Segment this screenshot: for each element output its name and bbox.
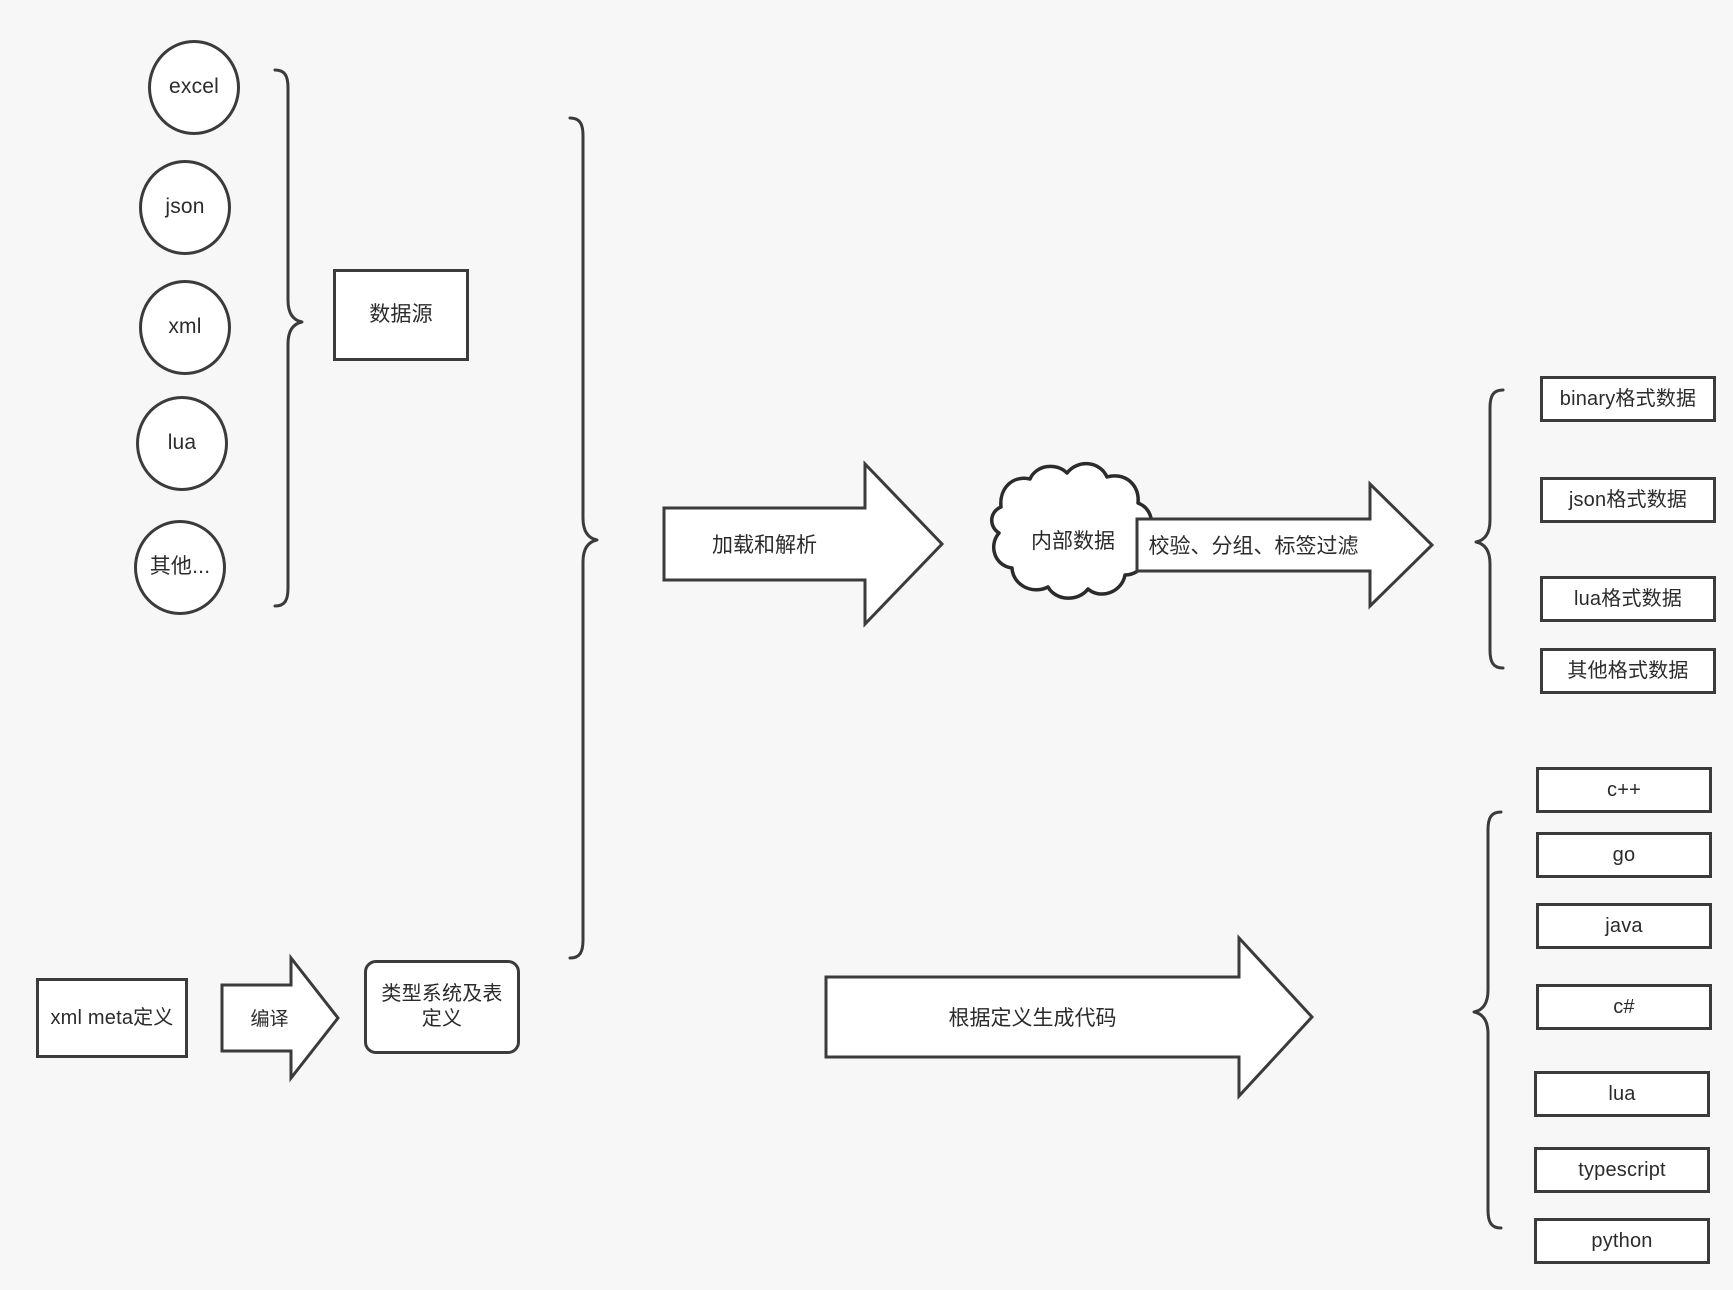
output-language-go-label: go: [1612, 843, 1636, 866]
output-language-typescript-label: typescript: [1578, 1158, 1666, 1181]
output-language-lua-label: lua: [1608, 1082, 1636, 1105]
data-source-box-label: 数据源: [369, 302, 433, 326]
xml-meta-definition-box[interactable]: xml meta定义: [36, 978, 188, 1058]
source-node-lua[interactable]: lua: [136, 396, 228, 491]
output-format-lua-label: lua格式数据: [1573, 587, 1683, 610]
source-node-json[interactable]: json: [139, 160, 231, 255]
source-node-xml[interactable]: xml: [139, 280, 231, 375]
source-node-excel-label: excel: [168, 75, 220, 99]
output-format-lua[interactable]: lua格式数据: [1540, 576, 1716, 622]
output-language-lua[interactable]: lua: [1534, 1071, 1710, 1117]
internal-data-cloud-shape: [990, 462, 1153, 600]
source-node-other-label: 其他...: [149, 555, 211, 579]
language-group-brace: [1472, 810, 1503, 1230]
output-language-csharp-label: c#: [1613, 995, 1635, 1018]
data-source-box[interactable]: 数据源: [333, 269, 469, 361]
output-language-csharp[interactable]: c#: [1536, 984, 1712, 1030]
format-group-brace: [1474, 388, 1505, 670]
source-node-excel[interactable]: excel: [148, 40, 240, 135]
type-system-box[interactable]: 类型系统及表 定义: [364, 960, 520, 1054]
output-language-typescript[interactable]: typescript: [1534, 1147, 1710, 1193]
pipeline-input-brace: [568, 116, 599, 960]
source-node-json-label: json: [165, 195, 205, 219]
output-language-cpp[interactable]: c++: [1536, 767, 1712, 813]
load-parse-arrow-shape: [662, 460, 945, 628]
source-node-xml-label: xml: [168, 315, 202, 339]
output-language-cpp-label: c++: [1607, 778, 1641, 801]
output-language-python-label: python: [1591, 1229, 1653, 1252]
output-format-binary-label: binary格式数据: [1559, 387, 1697, 410]
output-language-java-label: java: [1605, 914, 1643, 937]
xml-meta-definition-label: xml meta定义: [50, 1006, 174, 1029]
source-node-lua-label: lua: [167, 431, 197, 455]
output-format-json[interactable]: json格式数据: [1540, 477, 1716, 523]
output-language-go[interactable]: go: [1536, 832, 1712, 878]
output-format-binary[interactable]: binary格式数据: [1540, 376, 1716, 422]
output-language-python[interactable]: python: [1534, 1218, 1710, 1264]
compile-arrow-shape: [220, 953, 340, 1083]
output-format-other[interactable]: 其他格式数据: [1540, 648, 1716, 694]
codegen-arrow-shape: [824, 934, 1315, 1100]
output-language-java[interactable]: java: [1536, 903, 1712, 949]
source-group-brace: [273, 68, 304, 608]
source-node-other[interactable]: 其他...: [134, 520, 226, 615]
filter-arrow-shape: [1135, 480, 1435, 610]
output-format-other-label: 其他格式数据: [1567, 659, 1689, 682]
output-format-json-label: json格式数据: [1568, 488, 1688, 511]
type-system-label: 类型系统及表 定义: [381, 983, 503, 1030]
